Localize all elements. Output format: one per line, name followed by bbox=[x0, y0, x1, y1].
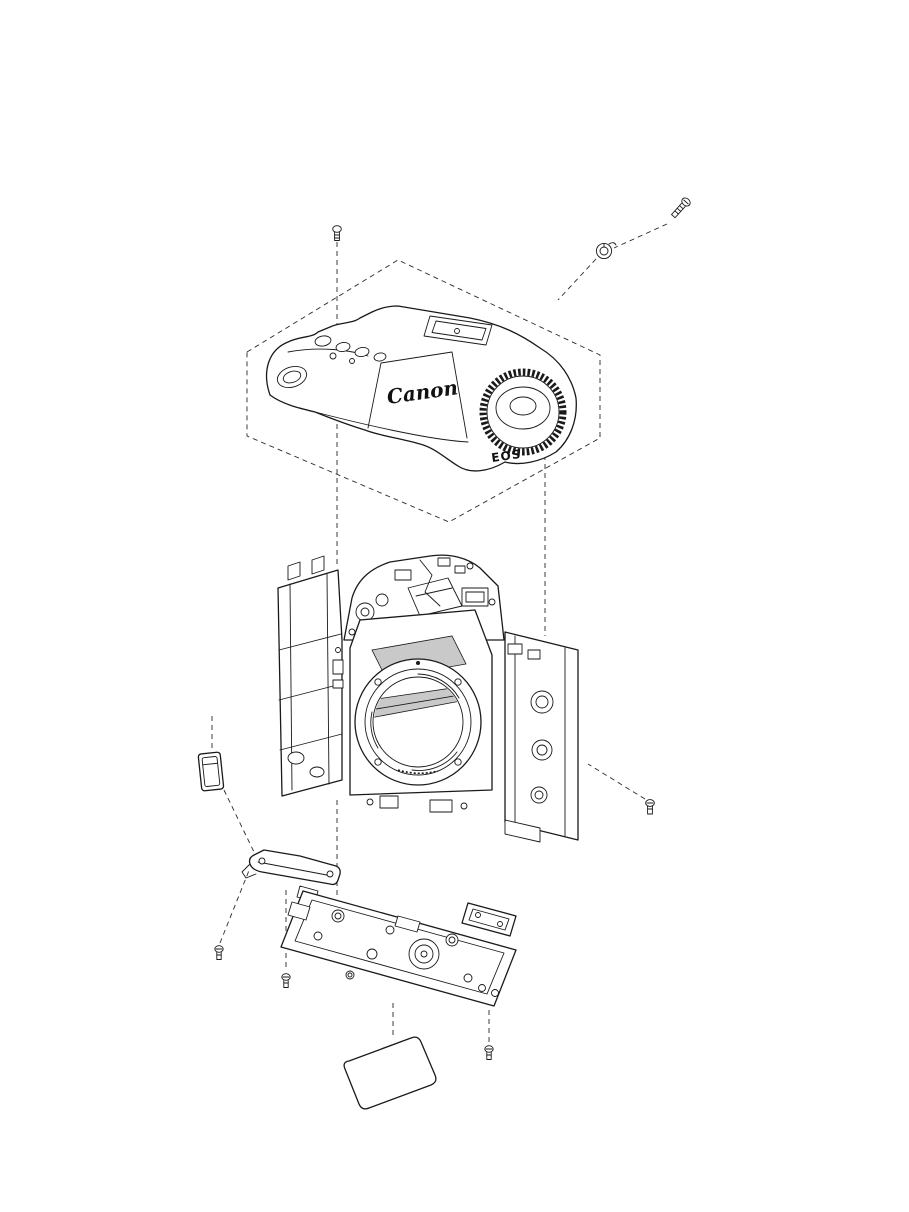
hot-shoe bbox=[423, 315, 493, 346]
top-buttons bbox=[314, 335, 387, 364]
bottom-bracket-arm bbox=[241, 849, 341, 903]
tripod-socket bbox=[408, 938, 440, 970]
bottom-screw-mid bbox=[281, 973, 291, 988]
mount-engraving bbox=[397, 769, 439, 775]
bottom-small-plate bbox=[461, 902, 517, 937]
assembly-guide-lines bbox=[211, 223, 668, 1042]
insulation-sheet bbox=[343, 1036, 437, 1110]
pentaprism-hump bbox=[367, 351, 468, 439]
power-collar bbox=[276, 365, 308, 389]
mirror-box bbox=[349, 609, 493, 813]
top-cover-screw bbox=[332, 225, 342, 241]
bottom-screw-right bbox=[484, 1045, 494, 1060]
series-logo: EOS bbox=[490, 447, 522, 465]
assembly-envelope bbox=[246, 259, 601, 523]
bottom-screw-left bbox=[214, 945, 224, 960]
angled-screw bbox=[671, 197, 691, 219]
left-frame bbox=[277, 555, 344, 797]
right-plate bbox=[504, 631, 579, 843]
side-small-part bbox=[197, 751, 225, 792]
main-body-chassis bbox=[277, 554, 579, 843]
mode-dial bbox=[479, 368, 567, 456]
body-side-screw bbox=[645, 799, 655, 815]
lens-mount bbox=[354, 658, 482, 786]
bottom-cover-plate bbox=[280, 890, 517, 1007]
strap-eyelet bbox=[595, 242, 617, 260]
top-cover-assembly: Canon EOS bbox=[266, 305, 577, 472]
